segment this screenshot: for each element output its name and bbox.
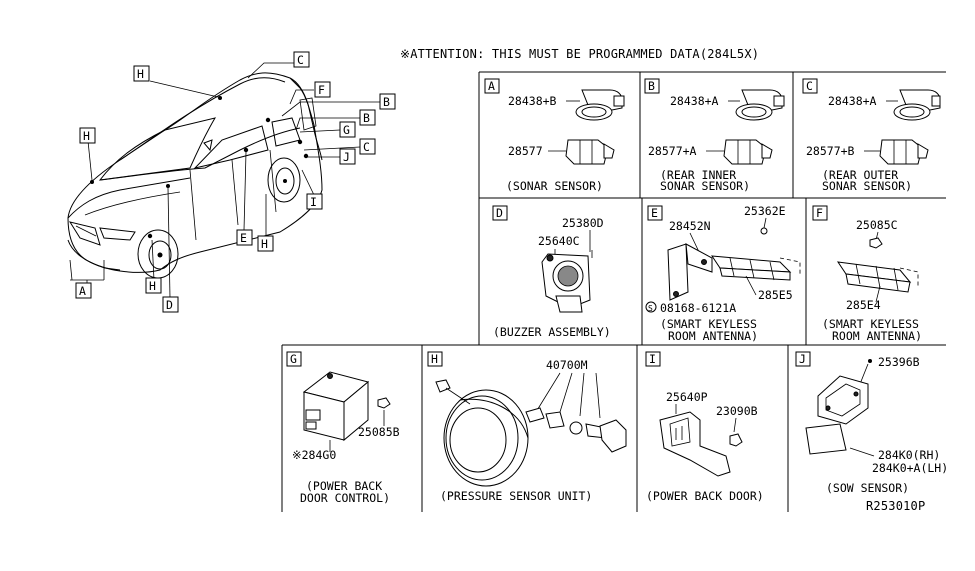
panel-i-caption: (POWER BACK DOOR) <box>646 489 764 503</box>
panel-b-rear-inner-sonar: B 28438+A 28577+A (REAR INNER SONAR SENS… <box>644 78 785 193</box>
panel-f-caption-1: (SMART KEYLESS <box>822 317 919 331</box>
svg-text:B: B <box>363 111 370 125</box>
svg-text:A: A <box>79 284 86 298</box>
panel-d-buzzer-assembly: D 25380D 25640C (BUZZER ASSEMBLY) <box>492 205 611 339</box>
panel-b-letter: B <box>648 79 655 93</box>
panel-a-sonar-sensor: A 28438+B 28577 (SONAR SENSOR) <box>484 78 625 193</box>
panel-a-caption: (SONAR SENSOR) <box>506 179 603 193</box>
panel-f-letter: F <box>816 206 823 220</box>
callout-g: G <box>339 121 356 138</box>
panel-g-caption-1: (POWER BACK <box>306 479 382 493</box>
part-28577: 28577 <box>508 144 543 158</box>
panel-f-smart-keyless-antenna: F 25085C 285E4 (SMART KEYLESS ROOM ANTEN… <box>812 205 922 343</box>
svg-text:H: H <box>261 237 268 251</box>
callout-j: J <box>339 148 356 165</box>
svg-text:F: F <box>318 83 325 97</box>
svg-text:H: H <box>83 129 90 143</box>
panel-h-caption: (PRESSURE SENSOR UNIT) <box>440 489 592 503</box>
part-23090b: 23090B <box>716 404 758 418</box>
callout-h-roof: H <box>133 65 150 82</box>
panel-c-caption-2: SONAR SENSOR) <box>822 179 912 193</box>
part-28438-b: 28438+B <box>508 94 557 108</box>
panel-c-rear-outer-sonar: C 28438+A 28577+B (REAR OUTER SONAR SENS… <box>802 78 941 193</box>
panel-h-pressure-sensor-unit: H 40700M (PRESSURE SENSOR UNIT) <box>427 351 627 503</box>
svg-text:E: E <box>240 231 247 245</box>
panel-i-power-back-door: I 25640P 23090B (POWER BACK DOOR) <box>645 351 764 503</box>
part-25085b: 25085B <box>358 425 400 439</box>
callout-h-front-wheel: H <box>145 277 162 294</box>
panel-b-caption-1: (REAR INNER <box>660 168 736 182</box>
part-25640p: 25640P <box>666 390 708 404</box>
part-08168-6121a: 08168-6121A <box>660 301 736 315</box>
part-284g0: ※284G0 <box>292 448 336 462</box>
panel-g-letter: G <box>290 352 297 366</box>
panel-e-smart-keyless-antenna: E 28452N 25362E 285E5 S 08168-6121A (SMA… <box>645 204 801 343</box>
callout-c-top: C <box>293 51 310 68</box>
panel-j-sow-sensor: J 25396B 284K0(RH) 284K0+A(LH) (SOW SENS… <box>795 351 948 495</box>
panel-e-letter: E <box>651 206 658 220</box>
panel-j-caption: (SOW SENSOR) <box>826 481 909 495</box>
svg-text:J: J <box>343 150 350 164</box>
part-285e5: 285E5 <box>758 288 793 302</box>
panel-e-caption-2: ROOM ANTENNA) <box>668 329 758 343</box>
panel-a-letter: A <box>488 79 495 93</box>
panel-h-letter: H <box>431 352 438 366</box>
part-25085c: 25085C <box>856 218 898 232</box>
panel-g-power-back-door-control: G 25085B ※284G0 (POWER BACK DOOR CONTROL… <box>286 351 400 505</box>
svg-text:C: C <box>297 53 304 67</box>
panel-i-letter: I <box>649 352 656 366</box>
callout-b-lower: B <box>359 109 376 126</box>
part-28577-a: 28577+A <box>648 144 697 158</box>
attention-note: ※ATTENTION: THIS MUST BE PROGRAMMED DATA… <box>400 47 759 61</box>
callout-d: D <box>162 296 179 313</box>
panel-d-caption: (BUZZER ASSEMBLY) <box>493 325 611 339</box>
callout-h-front-left: H <box>79 127 96 144</box>
part-25362e: 25362E <box>744 204 786 218</box>
callout-a: A <box>75 282 92 299</box>
svg-text:B: B <box>383 95 390 109</box>
part-25396b: 25396B <box>878 355 920 369</box>
callout-i: I <box>306 193 323 210</box>
part-285e4: 285E4 <box>846 298 881 312</box>
part-28452n: 28452N <box>669 219 711 233</box>
callout-f: F <box>314 81 331 98</box>
part-28438-a-c: 28438+A <box>828 94 877 108</box>
svg-text:H: H <box>137 67 144 81</box>
part-284k0-rh: 284K0(RH) <box>878 448 940 462</box>
part-28438-a-b: 28438+A <box>670 94 719 108</box>
panel-f-caption-2: ROOM ANTENNA) <box>832 329 922 343</box>
vehicle-illustration: H C F B B G C J <box>67 51 396 313</box>
svg-text:G: G <box>343 123 350 137</box>
panel-j-letter: J <box>799 352 806 366</box>
callout-e: E <box>236 229 253 246</box>
part-40700m: 40700M <box>546 358 588 372</box>
part-25640c: 25640C <box>538 234 580 248</box>
panel-d-letter: D <box>496 206 503 220</box>
svg-text:H: H <box>149 279 156 293</box>
panel-g-caption-2: DOOR CONTROL) <box>300 491 390 505</box>
panel-c-letter: C <box>806 79 813 93</box>
panel-grid <box>281 71 946 512</box>
diagram-code: R253010P <box>866 499 925 513</box>
svg-text:S: S <box>648 304 653 313</box>
panel-b-caption-2: SONAR SENSOR) <box>660 179 750 193</box>
callout-c-side: C <box>359 138 376 155</box>
panel-c-caption-1: (REAR OUTER <box>822 168 898 182</box>
callout-h-rear-wheel: H <box>257 235 274 252</box>
svg-text:I: I <box>310 195 317 209</box>
callout-b-upper: B <box>379 93 396 110</box>
svg-text:C: C <box>363 140 370 154</box>
panel-e-caption-1: (SMART KEYLESS <box>660 317 757 331</box>
part-28577-b: 28577+B <box>806 144 855 158</box>
svg-text:D: D <box>166 298 173 312</box>
part-284k0-a-lh: 284K0+A(LH) <box>872 461 948 475</box>
part-25380d: 25380D <box>562 216 604 230</box>
